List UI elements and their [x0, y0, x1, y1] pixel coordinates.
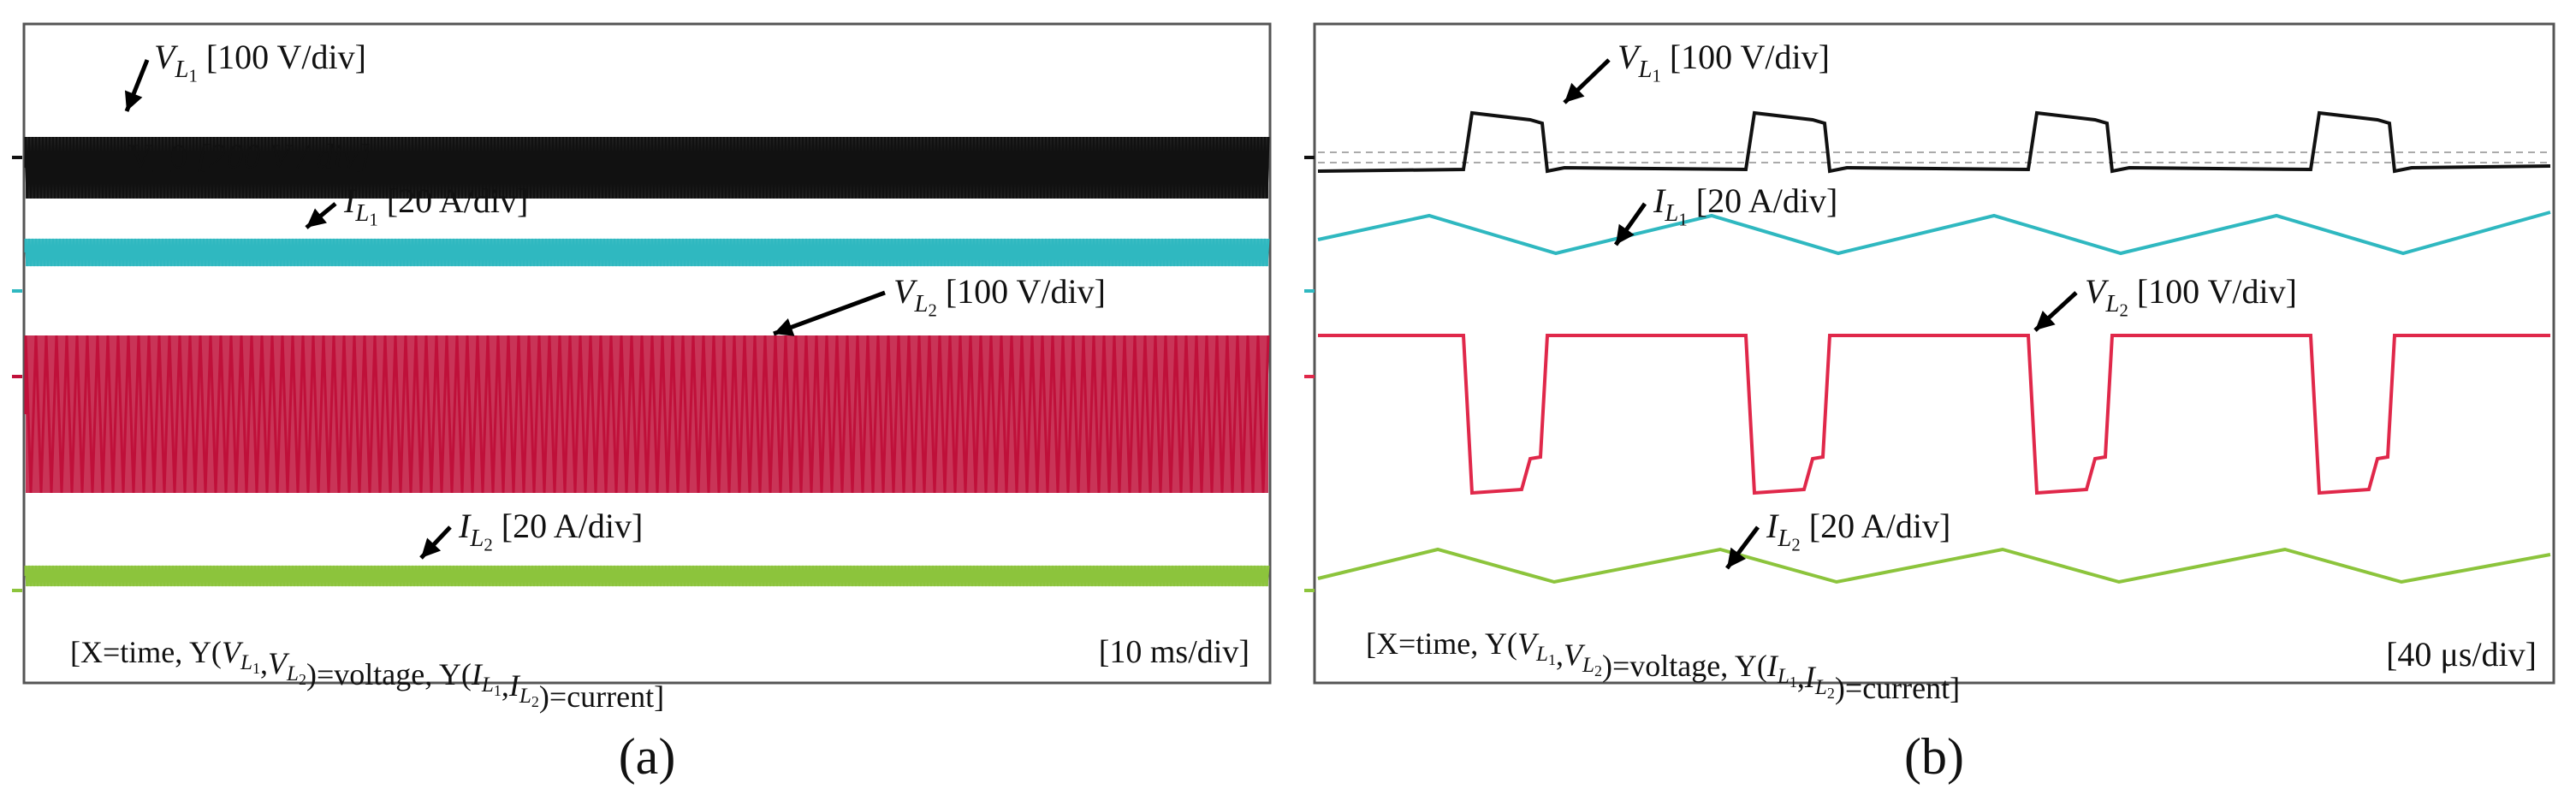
arrow-a-il2 — [419, 525, 452, 560]
timebase-a: [10 ms/div] — [1099, 634, 1249, 670]
trace-b-vl2 — [1318, 334, 2550, 495]
label-b-vl2: VL2 [100 V/div] — [2085, 272, 2297, 321]
label-b-vl1: VL1 [100 V/div] — [1617, 38, 1830, 86]
trace-b-vl1 — [1317, 110, 2551, 174]
label-b-il2: IL2 [20 A/div] — [1766, 507, 1950, 555]
footer-b: [X=time, Y(VL1,VL2)=voltage, Y(IL1,IL2)=… — [1366, 626, 1960, 705]
panel-b: VL1 [100 V/div] IL1 [20 A/div] VL2 [100 V/… — [1304, 22, 2555, 785]
label-a-il2: IL2 [20 A/div] — [458, 507, 643, 555]
arrow-b-vl2 — [2033, 291, 2078, 332]
arrow-b-vl1 — [1563, 58, 1611, 104]
arrow-b-il1 — [1613, 202, 1647, 246]
panel-label-b: (b) — [1904, 728, 1964, 785]
arrow-a-vl1 — [124, 59, 150, 112]
arrow-b-il2 — [1725, 525, 1760, 570]
trace-a-il1 — [24, 238, 1270, 267]
panel-a: VL1 [100 V/div] V_0 [200 V / div] IL1 [20 … — [12, 22, 1272, 785]
label-a-vl1: VL1 [100 V/div] — [154, 38, 366, 86]
trace-a-vl2 — [24, 335, 1270, 494]
arrow-a-vl2 — [773, 290, 886, 336]
label-a-il1: IL1 [20 A/div] — [343, 181, 528, 230]
trace-b-il2 — [1317, 547, 2551, 584]
trace-a-vl1 — [24, 136, 1270, 199]
footer-a: [X=time, Y(VL1,VL2)=voltage, Y(IL1,IL2)=… — [70, 635, 664, 714]
trace-b-il1 — [1317, 211, 2551, 256]
timebase-b: [40 μs/div] — [2386, 635, 2537, 673]
label-b-il1: IL1 [20 A/div] — [1653, 181, 1837, 230]
panel-label-a: (a) — [619, 728, 676, 785]
label-a-v0: V_0 [200 V / div] — [128, 137, 371, 175]
arrow-a-il1 — [305, 202, 337, 229]
trace-a-il2 — [24, 565, 1270, 587]
panel-b-frame — [1313, 22, 2555, 685]
label-a-vl2: VL2 [100 V/div] — [893, 272, 1106, 321]
